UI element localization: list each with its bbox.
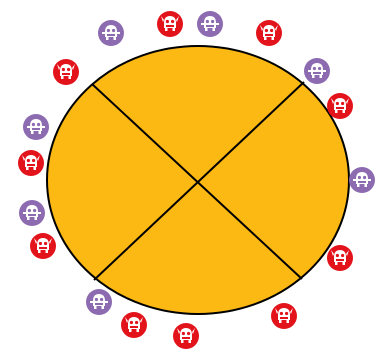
red-monster-face-icon xyxy=(256,20,282,46)
red-monster-face-icon xyxy=(157,11,183,37)
red-monster-face-icon xyxy=(327,93,353,119)
red-monster-face-icon xyxy=(271,303,297,329)
purple-monster-face-icon xyxy=(304,58,330,84)
purple-monster-face-icon xyxy=(19,200,45,226)
red-monster-face-icon xyxy=(121,312,147,338)
purple-monster-face-icon xyxy=(349,167,375,193)
red-monster-face-icon xyxy=(173,323,199,349)
round-table xyxy=(47,46,349,314)
red-monster-face-icon xyxy=(327,245,353,271)
red-monster-face-icon xyxy=(53,59,79,85)
purple-monster-face-icon xyxy=(86,289,112,315)
red-monster-face-icon xyxy=(30,233,56,259)
purple-monster-face-icon xyxy=(23,114,49,140)
purple-monster-face-icon xyxy=(197,11,223,37)
red-monster-face-icon xyxy=(18,150,44,176)
purple-monster-face-icon xyxy=(98,20,124,46)
table-top xyxy=(47,46,349,314)
